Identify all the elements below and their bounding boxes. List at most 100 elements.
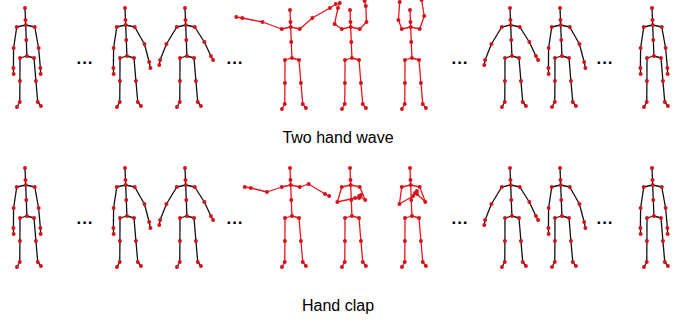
skeleton-figure <box>335 166 368 269</box>
joint-dot <box>582 60 586 64</box>
bone-line <box>335 8 338 24</box>
joint-dot <box>178 239 182 243</box>
bone-line <box>504 58 505 81</box>
bone-line <box>114 27 117 48</box>
bone-line <box>134 218 136 241</box>
skeleton-figure <box>157 166 215 269</box>
skeleton-figure <box>11 166 43 269</box>
ellipsis-mark: ... <box>596 50 613 67</box>
joint-dot <box>652 214 656 218</box>
bone-line <box>411 200 413 216</box>
joint-dot <box>192 56 196 60</box>
joint-dot <box>178 56 182 60</box>
bone-line <box>194 218 196 241</box>
bone-line <box>36 81 38 102</box>
joint-dot <box>666 104 670 108</box>
joint-dot <box>509 183 513 187</box>
joint-dot <box>558 166 562 170</box>
joint-dot <box>18 56 22 60</box>
joint-dot <box>185 214 189 218</box>
bone-line <box>519 218 521 241</box>
joint-dot <box>350 214 354 218</box>
bone-line <box>419 60 421 83</box>
joint-dot <box>280 185 284 189</box>
skeleton-figure <box>638 6 670 109</box>
bone-line <box>663 241 665 262</box>
joint-dot <box>124 23 128 27</box>
ellipsis-mark: ... <box>226 210 243 227</box>
bone-line <box>652 25 654 40</box>
joint-dot <box>111 226 115 230</box>
bone-line <box>134 58 136 81</box>
joint-dot <box>559 38 563 42</box>
joint-dot <box>517 216 521 220</box>
joint-dot <box>133 185 137 189</box>
joint-dot <box>184 23 188 27</box>
bone-line <box>491 187 501 204</box>
joint-dot <box>11 226 15 230</box>
bone-line <box>548 48 549 68</box>
bone-line <box>549 27 552 48</box>
bone-line <box>126 40 128 56</box>
bone-line <box>640 48 641 68</box>
joint-dot <box>24 23 28 27</box>
joint-dot <box>15 105 19 109</box>
bone-line <box>491 27 501 44</box>
joint-dot <box>11 66 15 70</box>
joint-dot <box>536 58 540 62</box>
joint-dot <box>297 216 301 220</box>
joint-dot <box>148 226 152 230</box>
joint-dot <box>192 216 196 220</box>
joint-dot <box>642 265 646 269</box>
bone-line <box>196 81 198 102</box>
bone-line <box>350 27 352 42</box>
joint-dot <box>574 264 578 268</box>
joint-dot <box>645 216 649 220</box>
bone-line <box>300 18 313 29</box>
joint-dot <box>403 102 407 106</box>
joint-dot <box>39 72 43 76</box>
joint-dot <box>650 6 654 10</box>
joint-dot <box>290 214 294 218</box>
joint-dot <box>340 27 344 31</box>
joint-dot <box>500 25 504 29</box>
joint-dot <box>194 79 198 83</box>
joint-dot <box>424 264 428 268</box>
joint-dot <box>359 81 363 85</box>
joint-dot <box>38 66 42 70</box>
joint-dot <box>361 102 365 106</box>
joint-dot <box>489 42 493 46</box>
bone-line <box>186 40 188 56</box>
joint-dot <box>519 239 523 243</box>
bone-line <box>119 81 120 102</box>
joint-dot <box>546 66 550 70</box>
joint-dot <box>164 202 168 206</box>
joint-dot <box>288 20 292 24</box>
joint-dot <box>645 56 649 60</box>
joint-dot <box>125 54 129 58</box>
joint-dot <box>202 200 206 204</box>
bone-line <box>39 48 41 68</box>
bone-line <box>185 185 187 200</box>
joint-dot <box>297 58 301 62</box>
joint-dot <box>124 198 128 202</box>
joint-dot <box>183 6 187 10</box>
bone-line <box>284 218 285 241</box>
joint-dot <box>33 185 37 189</box>
bone-line <box>284 60 285 83</box>
joint-dot <box>559 183 563 187</box>
bone-line <box>661 58 663 81</box>
bone-line <box>554 218 555 241</box>
joint-dot <box>409 198 413 202</box>
joint-dot <box>650 178 654 182</box>
joint-dot <box>645 260 649 264</box>
joint-dot <box>569 79 573 83</box>
joint-dot <box>132 56 136 60</box>
bone-line <box>136 81 138 102</box>
bone-line <box>284 83 285 104</box>
joint-dot <box>283 239 287 243</box>
joint-dot <box>403 239 407 243</box>
joint-dot <box>553 239 557 243</box>
joint-dot <box>196 260 200 264</box>
joint-dot <box>123 6 127 10</box>
